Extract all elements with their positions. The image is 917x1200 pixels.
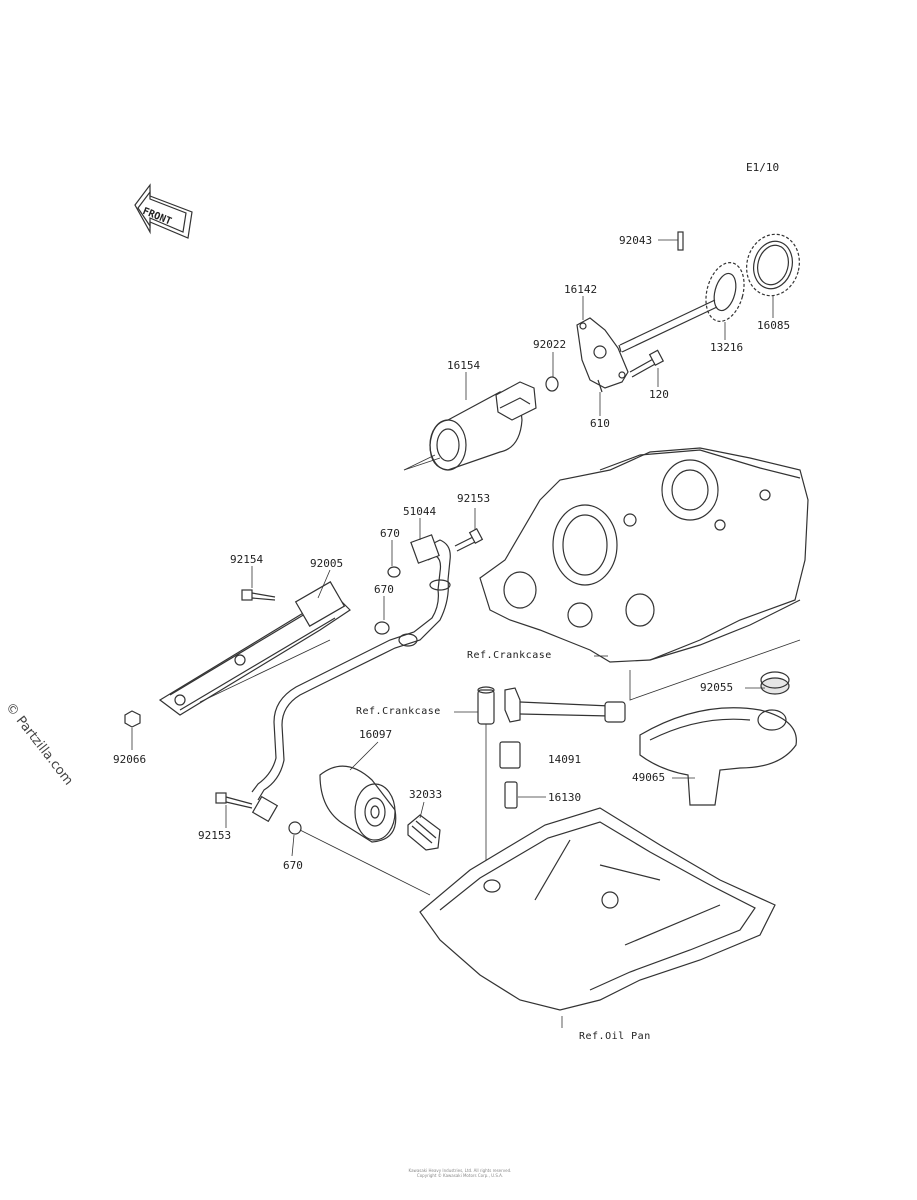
ref-label-crankcase-upper: Ref.Crankcase	[467, 650, 552, 661]
part-label-670-mid: 670	[374, 583, 394, 596]
part-label-92153-bottom: 92153	[198, 829, 232, 842]
part-label-120: 120	[649, 388, 669, 401]
bolt-92153-bottom	[215, 792, 253, 809]
part-label-670-top: 670	[380, 527, 400, 540]
part-label-92153-top: 92153	[457, 492, 491, 505]
part-label-92154: 92154	[230, 553, 264, 566]
leader-lines	[131, 239, 774, 857]
nut-92066	[124, 710, 141, 728]
oil-pipe-assembly	[251, 534, 451, 823]
copyright-footer: Kawasaki Heavy Industries, Ltd. All righ…	[300, 1168, 620, 1178]
pump-cover	[576, 317, 629, 389]
o-ring-670-top	[387, 566, 401, 578]
o-ring-670-bot	[288, 821, 302, 835]
part-label-92066: 92066	[113, 753, 147, 766]
filter-fitting	[407, 814, 441, 851]
pump-shaft-gear	[618, 262, 745, 353]
part-label-13216: 13216	[710, 341, 744, 354]
part-label-92022: 92022	[533, 338, 567, 351]
part-label-16130: 16130	[548, 791, 582, 804]
part-label-32033: 32033	[409, 788, 443, 801]
oil-strainer	[639, 707, 797, 806]
part-label-16154: 16154	[447, 359, 481, 372]
part-label-14091: 14091	[548, 753, 582, 766]
oil-pump-body	[403, 381, 537, 471]
part-label-16142: 16142	[564, 283, 598, 296]
footer-line-1: Kawasaki Heavy Industries, Ltd. All righ…	[408, 1168, 512, 1173]
part-label-92043: 92043	[619, 234, 653, 247]
part-label-16085: 16085	[757, 319, 791, 332]
diagram-code: E1/10	[746, 161, 780, 174]
cap-92055	[760, 671, 790, 695]
ref-label-crankcase-lower: Ref.Crankcase	[356, 706, 441, 717]
pressure-relief-parts	[477, 686, 626, 860]
part-label-92005: 92005	[310, 557, 344, 570]
pump-drive-gear	[746, 233, 800, 297]
oil-passage-pipe	[158, 581, 351, 716]
crankcase	[479, 447, 809, 701]
bolt-92154	[241, 589, 276, 601]
ref-label-oil-pan: Ref.Oil Pan	[579, 1031, 651, 1042]
part-label-16097: 16097	[359, 728, 393, 741]
part-label-92055: 92055	[700, 681, 734, 694]
front-arrow-icon	[134, 183, 193, 239]
pin-610	[597, 379, 603, 393]
part-label-49065: 49065	[632, 771, 666, 784]
bolt-92153-top	[454, 528, 484, 552]
bolt-120	[629, 349, 665, 378]
oil-pan	[299, 807, 776, 1028]
o-ring-670-mid	[374, 621, 390, 635]
footer-line-2: Copyright © Kawasaki Motors Corp., U.S.A…	[416, 1173, 504, 1178]
part-label-610: 610	[590, 417, 610, 430]
o-ring-92022	[545, 376, 559, 392]
part-label-51044: 51044	[403, 505, 437, 518]
pin-92043	[677, 231, 684, 251]
part-label-670-bottom: 670	[283, 859, 303, 872]
oil-filter	[319, 765, 397, 843]
